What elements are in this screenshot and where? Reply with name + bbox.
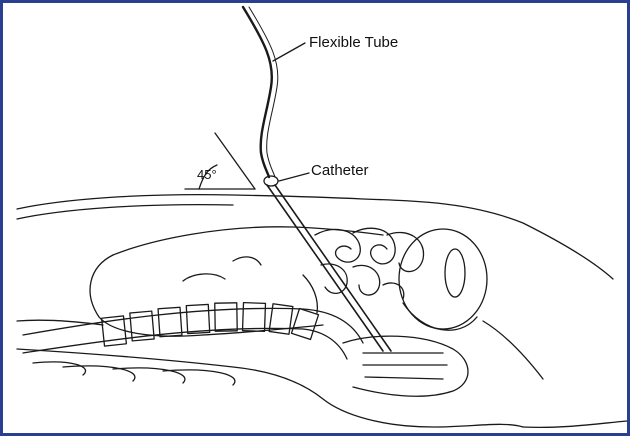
label-catheter: Catheter: [311, 162, 369, 179]
flexible-tube: [243, 7, 272, 177]
anatomical-diagram: Flexible Tube Catheter 45°: [3, 3, 630, 436]
label-flexible-tube: Flexible Tube: [309, 34, 398, 51]
catheter-hub: [264, 176, 278, 186]
leader-flexible-tube: [273, 43, 305, 61]
leader-catheter: [279, 173, 309, 181]
catheter: [267, 185, 383, 351]
body-outline: [17, 195, 627, 428]
angle-indicator: [185, 133, 255, 189]
spine: [23, 303, 363, 385]
intestines: [303, 228, 424, 313]
label-angle: 45°: [197, 167, 217, 182]
